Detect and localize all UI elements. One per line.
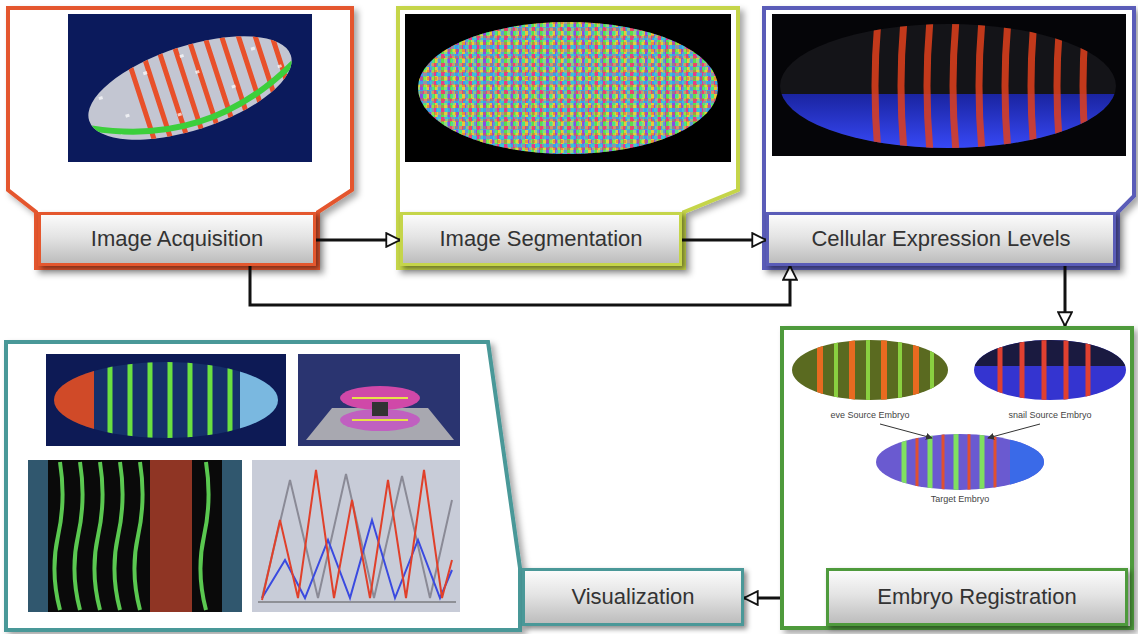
process-box: Image Segmentation [400,212,682,266]
flow-arrow [744,597,780,600]
dorsal-region [974,340,1126,366]
anterior-expression [54,360,94,440]
node-label: Image Acquisition [91,226,263,252]
edge-expression [28,460,48,612]
process-box: Visualization [522,568,744,626]
micrograph-background [405,14,731,162]
stripe-set [917,430,995,494]
source-embryo [974,340,1126,400]
panel-frame [398,8,738,268]
3d-hole [372,402,388,416]
source-embryo-stripes [820,330,932,410]
node-label: Cellular Expression Levels [811,226,1070,252]
panel-frame [8,8,352,268]
edge-expression [222,460,242,612]
expression-stripes [110,360,230,440]
segmented-embryo [418,22,718,154]
band-expression [150,460,192,612]
stripe-set [836,330,932,410]
mapping-arrow [988,424,1040,438]
posterior-expression [240,360,280,440]
embryo-rim [92,63,302,154]
node-label: Visualization [571,584,694,610]
segmented-embryo-overlay [418,22,718,154]
chart-background [252,460,460,612]
panel-background [780,326,1134,630]
micrograph-background [772,14,1126,156]
view-background [298,354,460,446]
label-box: Embryo Registration [826,568,1128,626]
caption-label: Target Embryo [930,494,991,505]
process-box: Image Acquisition [38,212,316,266]
profile-line [262,474,452,598]
profile-line [262,470,452,600]
expression-stripes [875,20,1086,152]
stripe-set [1000,330,1088,410]
node-label: Embryo Registration [877,584,1076,610]
process-box: Cellular Expression Levels [766,212,1116,266]
view-background [46,354,286,446]
embryo-expression [772,20,1126,154]
chart-axis [258,602,456,603]
mapping-arrow [880,424,932,438]
source-embryo-stripes [974,330,1126,410]
embryo-expression [54,360,280,440]
nuclei-dots [94,28,286,137]
flow-arrow [250,266,790,305]
expression-stripes [54,462,208,610]
embryo-image [74,10,305,167]
panel-box: Embryo Registration [780,326,1134,630]
3d-highlight [352,398,408,420]
flow-arrow [1064,266,1067,326]
view-background [28,460,242,612]
target-embryo-stripes [904,430,1050,494]
node-label: Image Segmentation [439,226,642,252]
flow-arrow [682,239,766,242]
micrograph-background [68,14,312,162]
panel-frame [6,342,520,630]
caption-label: eve Source Embryo [829,410,910,421]
embryo-stripes [74,10,305,167]
flow-arrow [316,239,400,242]
panel-frame [764,8,1134,268]
caption-label: snail Source Embryo [1007,410,1092,421]
ventral-region [1010,430,1050,494]
ventral-expression [772,94,1126,154]
